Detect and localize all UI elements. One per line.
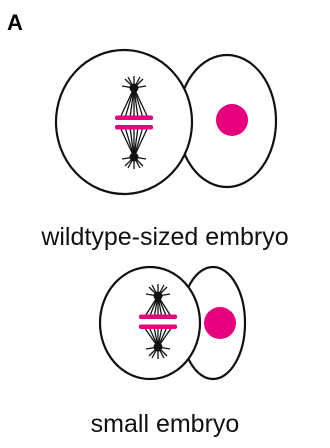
wildtype-chromosome-plate-top (115, 116, 153, 121)
wildtype-chromosome-plate-bottom (115, 125, 153, 130)
small-nucleus (204, 307, 236, 339)
wildtype-nucleus (216, 104, 248, 136)
small-posterior-centrosome (154, 343, 163, 352)
small-chromosome-plate-bottom (139, 325, 177, 330)
wildtype-posterior-centrosome (130, 153, 139, 162)
wildtype-embryo (56, 50, 276, 194)
wildtype-embryo-caption: wildtype-sized embryo (40, 223, 288, 251)
small-anterior-centrosome (154, 292, 163, 301)
small-embryo (100, 267, 245, 379)
wildtype-anterior-centrosome (130, 84, 139, 93)
wildtype-anterior-cell (56, 50, 192, 194)
small-chromosome-plate-top (139, 315, 177, 320)
small-anterior-cell (100, 267, 200, 379)
small-embryo-caption: small embryo (91, 410, 240, 438)
panel-label: A (7, 10, 23, 35)
